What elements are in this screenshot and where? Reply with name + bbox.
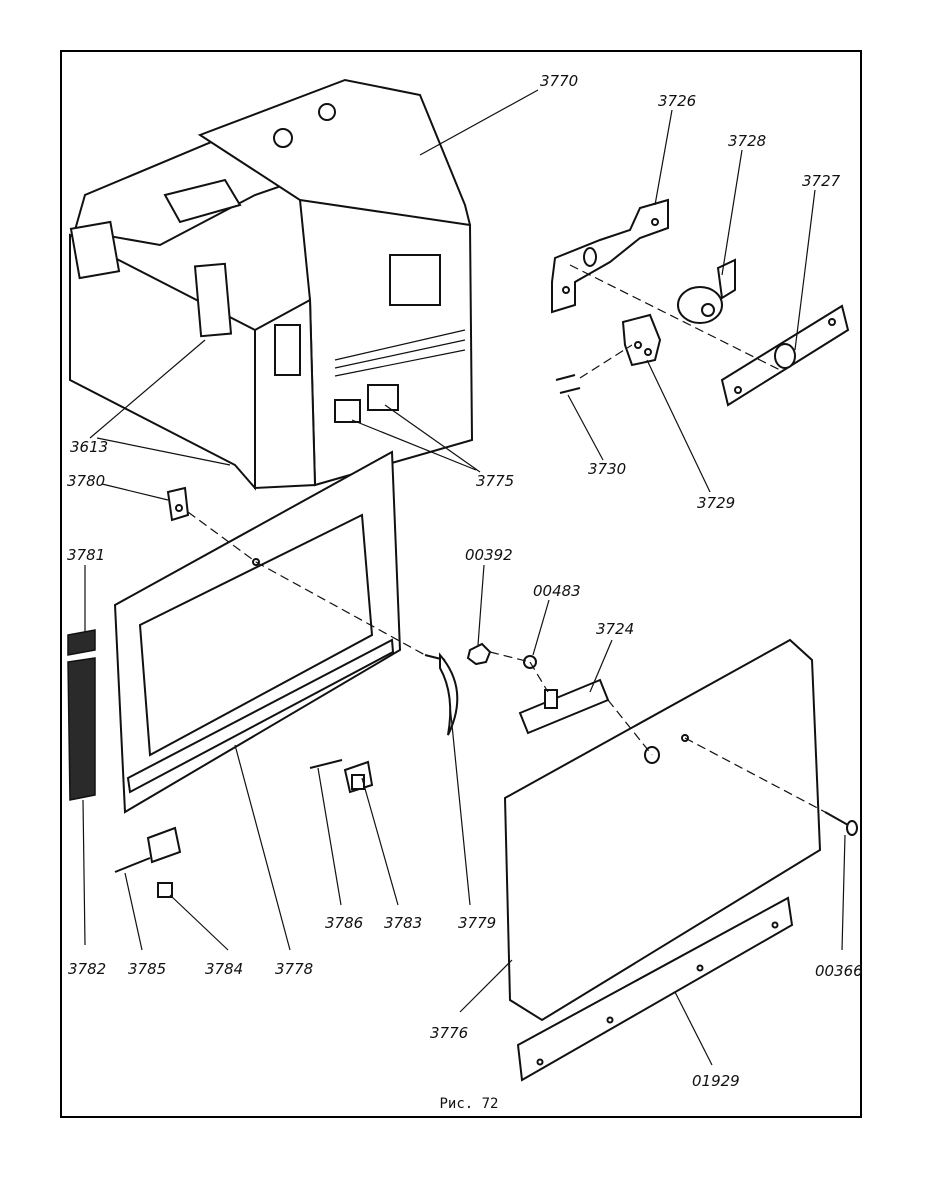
callout-3784: 3784 xyxy=(205,960,243,978)
figure-frame xyxy=(60,50,862,1118)
callout-00392: 00392 xyxy=(465,546,513,564)
callout-3728: 3728 xyxy=(728,132,766,150)
bracket-part xyxy=(551,198,669,314)
door-part xyxy=(113,450,402,814)
callout-3727: 3727 xyxy=(802,172,841,190)
callout-3778: 3778 xyxy=(275,960,313,978)
callout-3780: 3780 xyxy=(67,472,105,490)
callout-labels: 3770 3726 3728 3727 3613 3775 3730 3729 … xyxy=(67,72,863,1090)
callout-3726: 3726 xyxy=(658,92,696,110)
callout-3613: 3613 xyxy=(70,438,108,456)
callout-3781: 3781 xyxy=(67,546,105,564)
bushing-part xyxy=(157,774,365,898)
callout-01929: 01929 xyxy=(692,1072,740,1090)
lock-part xyxy=(677,258,736,324)
callout-00483: 00483 xyxy=(533,582,581,600)
callout-3783: 3783 xyxy=(384,914,422,932)
callout-3776: 3776 xyxy=(430,1024,468,1042)
latch-part xyxy=(166,486,190,522)
callout-3775: 3775 xyxy=(476,472,514,490)
callout-3724: 3724 xyxy=(596,620,634,638)
callout-3779: 3779 xyxy=(458,914,496,932)
bolt-part xyxy=(824,811,858,836)
callout-3785: 3785 xyxy=(128,960,166,978)
callout-3730: 3730 xyxy=(588,460,626,478)
hinge-pin-part xyxy=(114,759,343,873)
nut-part xyxy=(466,642,492,666)
callout-00366: 00366 xyxy=(815,962,863,980)
assembly-axes xyxy=(187,264,826,813)
cab-body-part xyxy=(69,78,474,491)
seal-strip-part xyxy=(67,629,96,801)
screw-part xyxy=(555,374,581,394)
leader-lines xyxy=(82,89,846,1066)
lock-bar-part xyxy=(518,678,610,735)
callout-3729: 3729 xyxy=(697,494,735,512)
plate-part xyxy=(720,304,850,407)
callout-3786: 3786 xyxy=(325,914,363,932)
block-part xyxy=(621,313,662,367)
rail-part xyxy=(516,896,794,1082)
handle-part xyxy=(424,652,459,736)
figure-caption: Рис. 72 xyxy=(439,1096,499,1112)
callout-3782: 3782 xyxy=(68,960,106,978)
callout-3770: 3770 xyxy=(540,72,578,90)
